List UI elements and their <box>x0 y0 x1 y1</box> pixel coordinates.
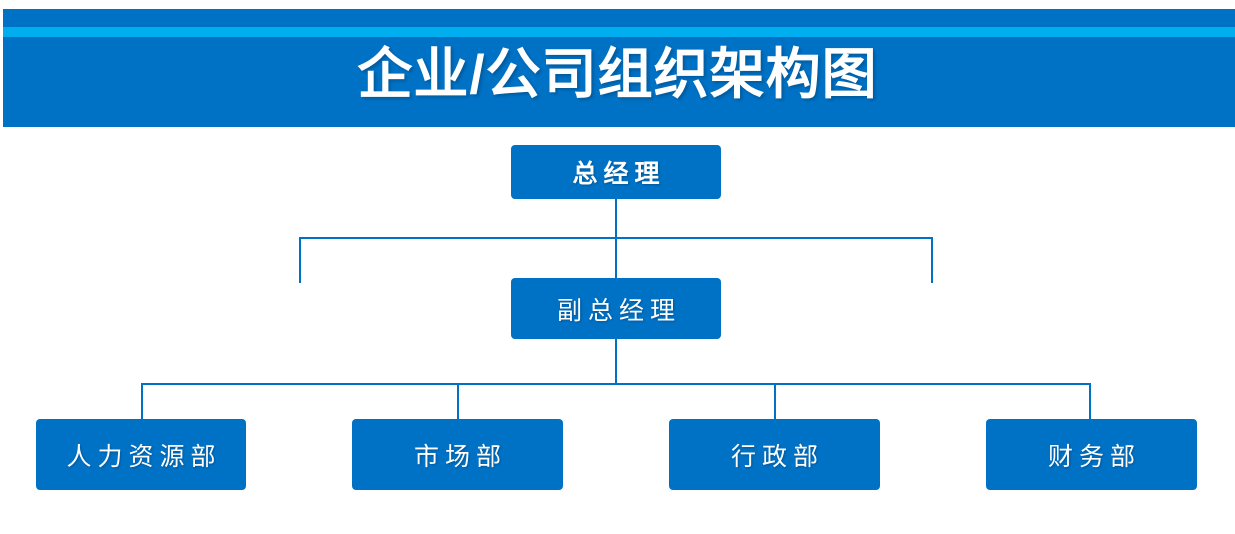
connector-drop-administration <box>774 383 776 419</box>
node-department-hr[interactable]: 人力资源部 <box>36 419 246 490</box>
org-chart-body: 总经理 副总经理 人力资源部 市场部 行政部 财务部 <box>0 127 1235 534</box>
node-department-marketing[interactable]: 市场部 <box>352 419 563 490</box>
connector-drop-marketing <box>457 383 459 419</box>
node-general-manager[interactable]: 总经理 <box>511 145 721 199</box>
node-deputy-general-manager[interactable]: 副总经理 <box>511 278 721 339</box>
connector-upper-left-stub <box>299 237 301 283</box>
connector-gm-to-dgm <box>615 237 617 278</box>
connector-drop-hr <box>141 383 143 419</box>
node-department-administration[interactable]: 行政部 <box>669 419 880 490</box>
connector-dgm-trunk <box>615 339 617 383</box>
connector-gm-trunk <box>615 199 617 237</box>
connector-drop-finance <box>1089 383 1091 419</box>
header-accent-stripe <box>3 27 1235 37</box>
page-title: 企业/公司组织架构图 <box>357 43 878 105</box>
node-department-finance[interactable]: 财务部 <box>986 419 1197 490</box>
connector-lower-spine <box>141 383 1091 385</box>
connector-upper-right-stub <box>931 237 933 283</box>
